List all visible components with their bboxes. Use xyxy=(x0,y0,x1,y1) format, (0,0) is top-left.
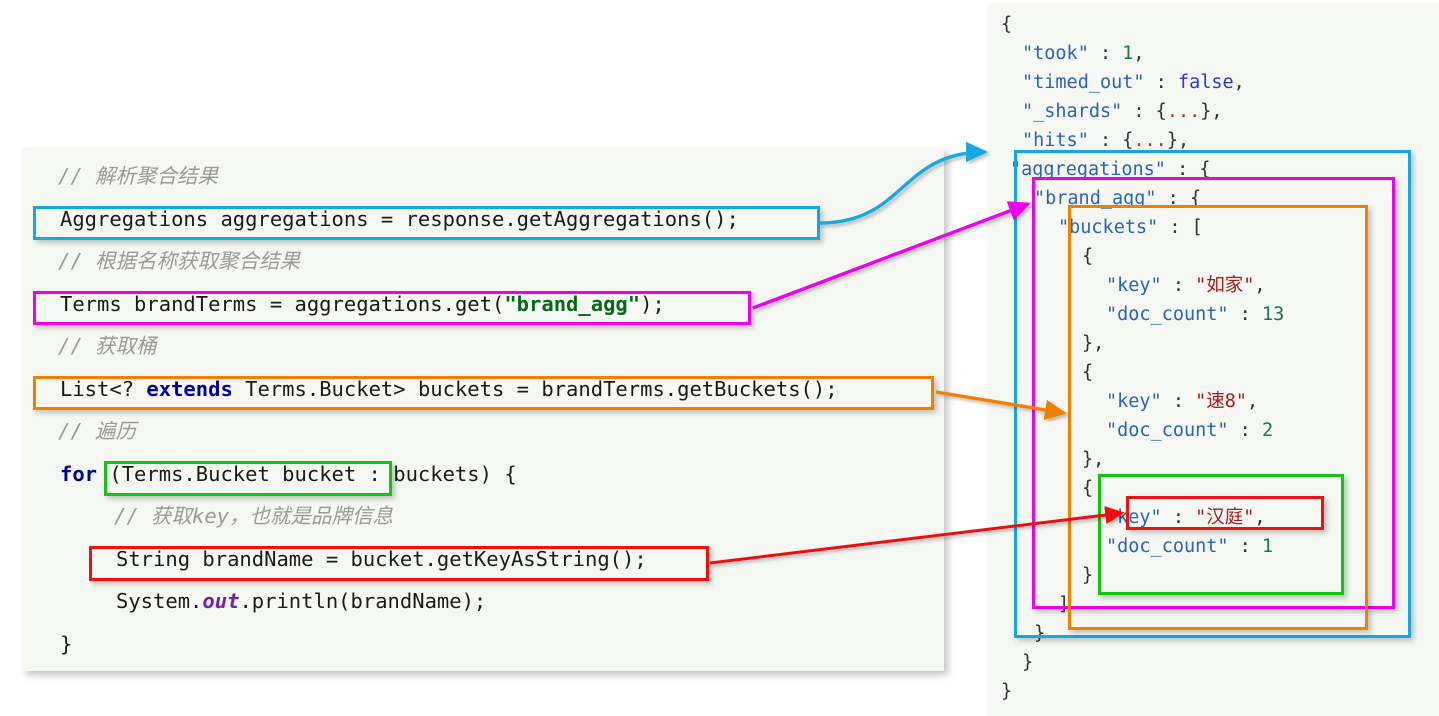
code-line-buckets: List<? extends Terms.Bucket> buckets = b… xyxy=(60,377,838,401)
keyword-extends: extends xyxy=(146,377,233,401)
json-line-b3-close: } xyxy=(1082,565,1094,586)
keyword-for: for xyxy=(60,462,98,486)
json-line-b1-open: { xyxy=(1082,246,1094,267)
json-line-b1-count: "doc_count" : 13 xyxy=(1106,304,1285,325)
code-comment-4: // 遍历 xyxy=(58,419,137,443)
code-line-aggregations: Aggregations aggregations = response.get… xyxy=(60,207,739,231)
highlight-box-brandname xyxy=(89,546,709,581)
json-line-open: { xyxy=(1001,14,1013,35)
code-comment-1: // 解析聚合结果 xyxy=(58,164,219,188)
json-box-bucket3-key xyxy=(1126,496,1324,530)
json-line-brand-close: } xyxy=(1034,623,1046,644)
json-line-array-close: ] xyxy=(1058,594,1070,615)
code-line-terms: Terms brandTerms = aggregations.get("bra… xyxy=(60,292,665,316)
string-brand-agg: "brand_agg" xyxy=(504,292,641,316)
json-line-b3-open: { xyxy=(1082,478,1094,499)
json-box-bucket3 xyxy=(1098,474,1344,595)
json-line-root-close: } xyxy=(1001,681,1013,702)
json-line-b2-key: "key" : "速8", xyxy=(1106,391,1259,412)
json-line-aggs-close: } xyxy=(1022,652,1034,673)
code-line-close-brace: } xyxy=(60,632,73,656)
json-line-shards: "_shards" : {...}, xyxy=(1022,101,1223,122)
json-line-took: "took" : 1, xyxy=(1022,43,1145,64)
json-line-brand-agg: "brand_agg" : { xyxy=(1034,188,1202,209)
field-out: out xyxy=(202,589,240,613)
json-line-b2-count: "doc_count" : 2 xyxy=(1106,420,1274,441)
json-line-b2-close: }, xyxy=(1082,449,1105,470)
json-line-hits: "hits" : {...}, xyxy=(1022,130,1190,151)
json-line-b1-close: }, xyxy=(1082,333,1105,354)
json-line-timed-out: "timed_out" : false, xyxy=(1022,72,1245,93)
json-line-b3-count: "doc_count" : 1 xyxy=(1106,536,1274,557)
highlight-box-aggregations xyxy=(33,206,820,240)
json-box-buckets xyxy=(1068,205,1368,630)
code-line-for: for (Terms.Bucket bucket : buckets) { xyxy=(60,462,517,486)
highlight-box-brand-agg xyxy=(33,291,751,325)
code-comment-3: // 获取桶 xyxy=(58,334,157,358)
highlight-box-buckets xyxy=(33,376,934,410)
json-panel: { "took" : 1, "timed_out" : false, "_sha… xyxy=(988,4,1439,716)
json-line-buckets: "buckets" : [ xyxy=(1058,217,1203,238)
json-line-b2-open: { xyxy=(1082,362,1094,383)
code-comment-2: // 根据名称获取聚合结果 xyxy=(58,249,301,273)
json-line-b1-key: "key" : "如家", xyxy=(1106,275,1266,296)
code-line-println: System.out.println(brandName); xyxy=(116,589,487,613)
json-line-aggregations: "aggregations" : { xyxy=(1010,159,1211,180)
code-comment-5: // 获取key，也就是品牌信息 xyxy=(114,504,394,528)
code-line-brandname: String brandName = bucket.getKeyAsString… xyxy=(116,547,647,571)
highlight-box-bucket-var xyxy=(104,461,392,496)
